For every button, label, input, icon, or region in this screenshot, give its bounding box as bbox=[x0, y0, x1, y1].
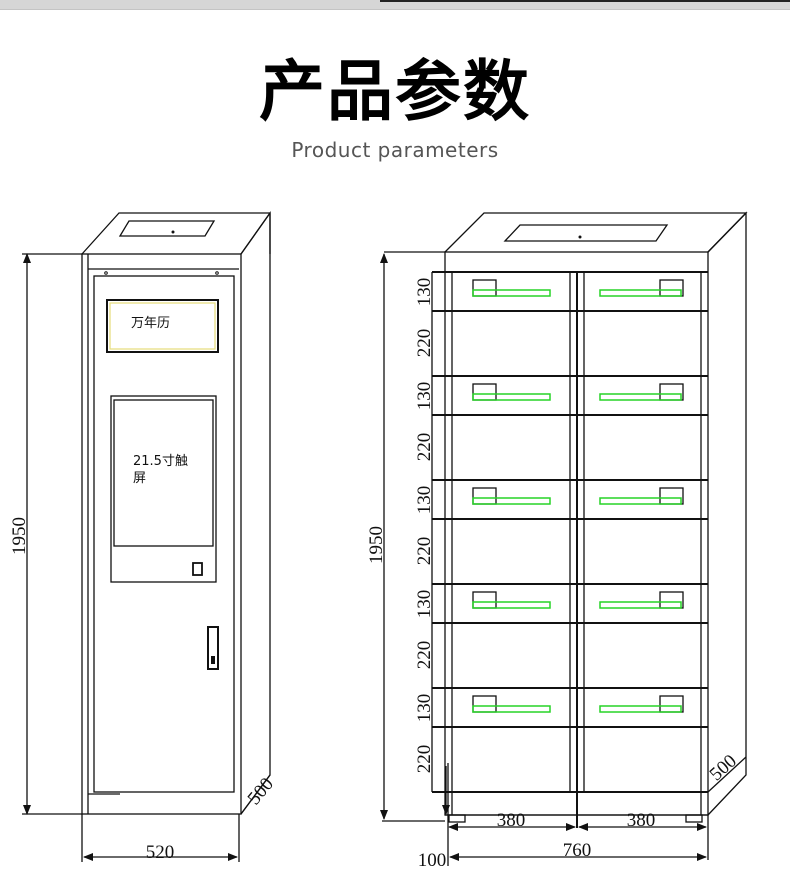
right-cabinet-top bbox=[444, 212, 748, 253]
drawer-handle-row-3 bbox=[472, 487, 684, 505]
calendar-label: 万年历 bbox=[131, 316, 170, 331]
left-height-dimension: 1950 bbox=[9, 517, 30, 555]
right-depth-dimension: 500 bbox=[706, 751, 741, 786]
svg-text:220: 220 bbox=[414, 641, 435, 670]
svg-text:130: 130 bbox=[414, 694, 435, 723]
svg-text:220: 220 bbox=[414, 433, 435, 462]
svg-text:130: 130 bbox=[414, 278, 435, 307]
total-width-dimension: 760 bbox=[563, 840, 592, 861]
right-column-width-dimension: 380 bbox=[627, 810, 656, 831]
left-column-width-dimension: 380 bbox=[497, 810, 526, 831]
left-foot bbox=[448, 814, 466, 823]
touchscreen-label-line2: 屏 bbox=[133, 471, 146, 486]
right-cabinet-side bbox=[707, 211, 747, 816]
drawer-handle-row-2 bbox=[472, 383, 684, 401]
row-height-dimensions: 130 220 130 220 130 220 130 220 130 220 bbox=[414, 278, 435, 774]
right-height-dimension: 1950 bbox=[366, 526, 387, 564]
left-cabinet-body bbox=[81, 253, 242, 815]
top-border-dark-line bbox=[380, 0, 790, 2]
base-height-dimension: 100 bbox=[418, 850, 447, 871]
drawer-handle-row-4 bbox=[472, 591, 684, 609]
left-cabinet-side bbox=[240, 210, 271, 815]
right-cabinet-drawing: 130 220 130 220 130 220 130 220 130 220 … bbox=[366, 211, 748, 871]
top-border-strip bbox=[0, 0, 790, 10]
touchscreen-frame bbox=[110, 395, 217, 583]
left-width-dimension: 520 bbox=[146, 842, 175, 863]
drawer-handle-row-1 bbox=[472, 279, 684, 297]
svg-text:220: 220 bbox=[414, 329, 435, 358]
page-subtitle: Product parameters bbox=[291, 138, 499, 162]
door-handle-icon bbox=[207, 626, 219, 670]
left-cabinet-top bbox=[81, 212, 271, 255]
calendar-display bbox=[106, 299, 219, 353]
left-top-opening bbox=[118, 220, 216, 237]
svg-text:130: 130 bbox=[414, 382, 435, 411]
right-foot bbox=[685, 814, 703, 823]
drawer-handles bbox=[472, 279, 684, 713]
drawer-handle-row-5 bbox=[472, 695, 684, 713]
svg-text:130: 130 bbox=[414, 486, 435, 515]
right-top-opening bbox=[503, 224, 669, 242]
touchscreen-display bbox=[113, 399, 214, 547]
left-cabinet-drawing: 万年历 21.5寸触 屏 1950 520 500 bbox=[9, 210, 278, 863]
svg-text:220: 220 bbox=[414, 745, 435, 774]
compartment-grid bbox=[432, 271, 708, 793]
page-title: 产品参数 bbox=[259, 53, 531, 130]
left-cabinet-door bbox=[93, 275, 235, 793]
card-reader-icon bbox=[192, 562, 203, 576]
touchscreen-label-line1: 21.5寸触 bbox=[133, 454, 188, 469]
svg-text:220: 220 bbox=[414, 537, 435, 566]
svg-text:130: 130 bbox=[414, 590, 435, 619]
